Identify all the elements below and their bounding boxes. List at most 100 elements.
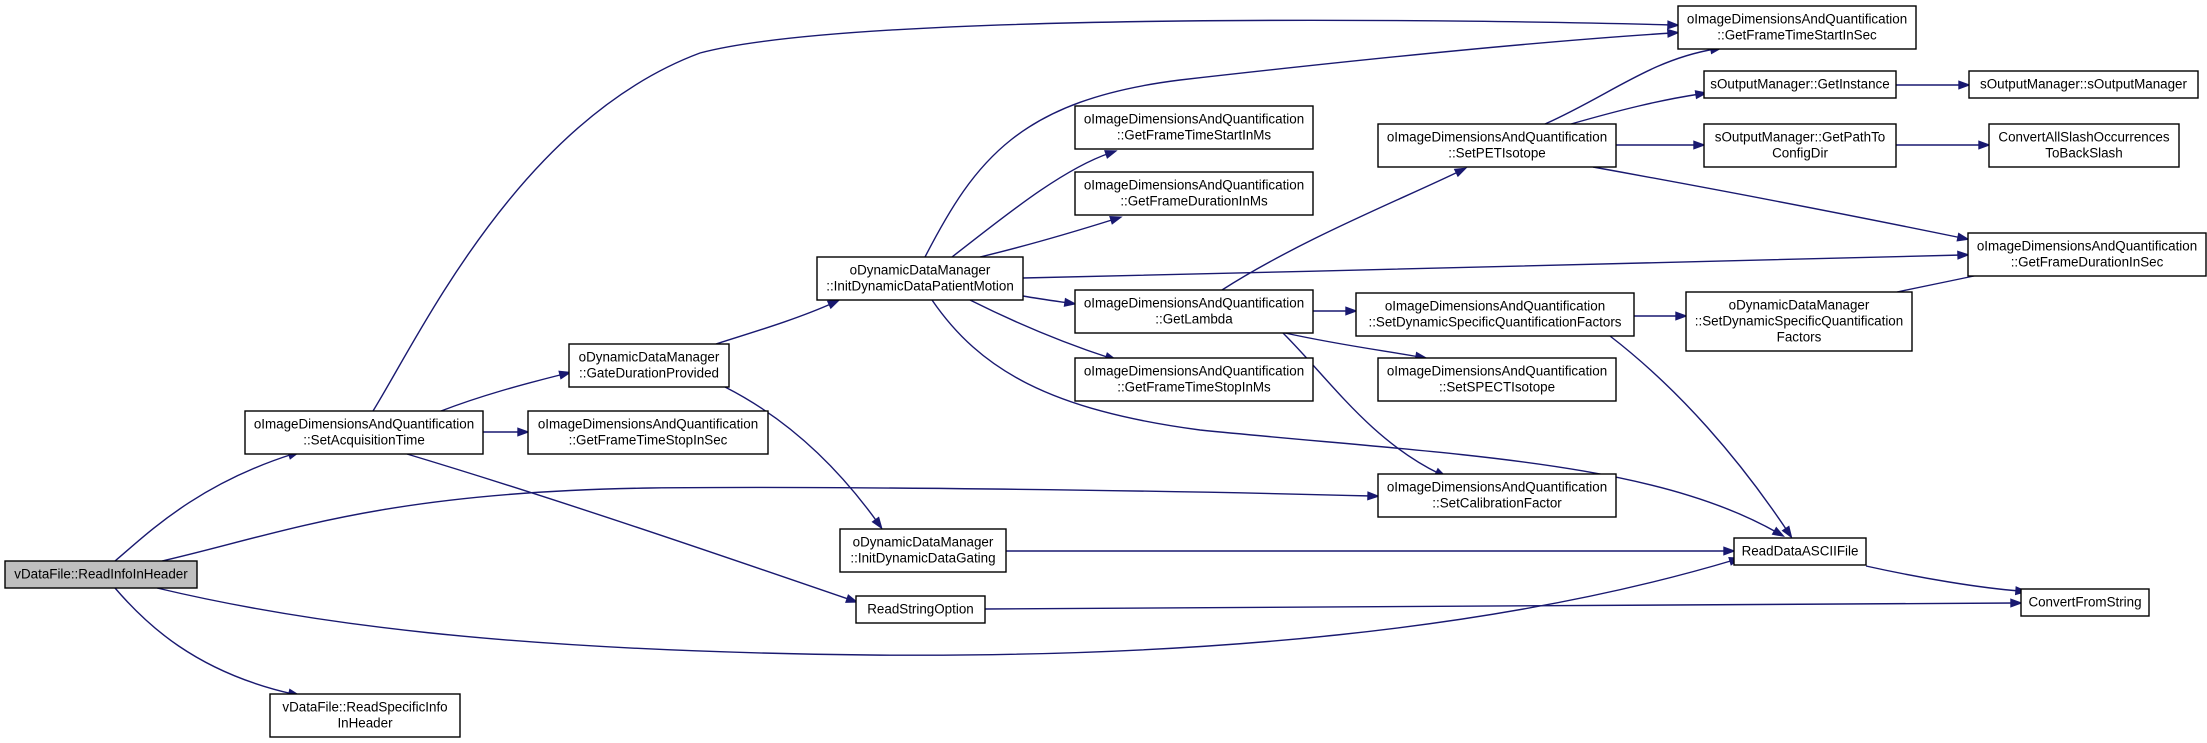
edge-read-info-in-header-to-read-specific-info-in-header (114, 587, 301, 698)
node-label-line: vDataFile::ReadInfoInHeader (14, 567, 188, 582)
node-box (4, 560, 198, 589)
node-label-line: ConvertAllSlashOccurrences (1998, 130, 2169, 145)
edge-init-dynamic-data-patient-motion-to-get-lambda (1022, 295, 1077, 307)
node-label-line: InHeader (337, 716, 393, 731)
node-label-line: ::InitDynamicDataPatientMotion (826, 279, 1014, 294)
node-get-frame-time-start-in-ms[interactable]: oImageDimensionsAndQuantification::GetFr… (1074, 105, 1314, 150)
node-box (1377, 473, 1617, 518)
node-label-line: ::GateDurationProvided (579, 366, 719, 381)
node-label-line: oDynamicDataManager (853, 535, 994, 550)
node-box (816, 256, 1024, 301)
node-label-line: oImageDimensionsAndQuantification (1385, 299, 1605, 314)
edge-read-data-ascii-file-to-convert-from-string (1865, 565, 2029, 596)
node-get-frame-duration-in-ms[interactable]: oImageDimensionsAndQuantification::GetFr… (1074, 171, 1314, 216)
edge-read-info-in-header-to-set-calibration-factor (161, 486, 1381, 562)
edge-set-acquisition-time-to-get-frame-time-stop-in-sec (482, 427, 531, 437)
edge-init-dynamic-data-patient-motion-to-get-frame-time-start-in-sec (924, 28, 1681, 258)
node-label-line: ::GetFrameTimeStopInSec (569, 433, 728, 448)
node-get-frame-time-stop-in-ms[interactable]: oImageDimensionsAndQuantification::GetFr… (1074, 357, 1314, 402)
node-label-line: ::InitDynamicDataGating (850, 551, 995, 566)
edge-get-instance-to-s-output-manager (1896, 80, 1972, 90)
node-label-line: oDynamicDataManager (579, 350, 720, 365)
node-box (1988, 123, 2180, 168)
edge-init-dynamic-data-patient-motion-to-get-frame-time-start-in-ms (951, 150, 1118, 258)
node-read-string-option[interactable]: ReadStringOption (855, 595, 986, 624)
node-label-line: ::GetFrameTimeStartInMs (1117, 128, 1272, 143)
node-box (244, 410, 484, 455)
node-label-line: oImageDimensionsAndQuantification (1387, 130, 1607, 145)
node-box (1703, 70, 1897, 99)
edge-gate-duration-provided-to-init-dynamic-data-patient-motion (715, 299, 841, 345)
node-label-line: oImageDimensionsAndQuantification (1084, 296, 1304, 311)
node-box (1967, 232, 2207, 277)
node-init-dynamic-data-gating[interactable]: oDynamicDataManager::InitDynamicDataGati… (839, 528, 1007, 573)
node-box (527, 410, 769, 455)
node-label-line: vDataFile::ReadSpecificInfo (282, 700, 447, 715)
node-set-acquisition-time[interactable]: oImageDimensionsAndQuantification::SetAc… (244, 410, 484, 455)
node-label-line: ::GetLambda (1155, 312, 1233, 327)
node-box (839, 528, 1007, 573)
node-label-line: ReadDataASCIIFile (1742, 544, 1859, 559)
edge-init-dynamic-data-patient-motion-to-read-data-ascii-file (931, 299, 1786, 537)
node-box (1677, 5, 1917, 50)
nodes-layer: vDataFile::ReadInfoInHeadervDataFile::Re… (4, 5, 2207, 738)
edge-set-dynamic-specific-quantification-factors-to-read-data-ascii-file (1609, 335, 1793, 539)
edge-init-dynamic-data-gating-to-read-data-ascii-file (1006, 546, 1737, 556)
node-dm-set-dynamic-specific-quantification-factors[interactable]: oDynamicDataManager::SetDynamicSpecificQ… (1685, 291, 1913, 352)
node-set-spect-isotope[interactable]: oImageDimensionsAndQuantification::SetSP… (1377, 357, 1617, 402)
node-get-frame-duration-in-sec[interactable]: oImageDimensionsAndQuantification::GetFr… (1967, 232, 2207, 277)
node-label-line: oDynamicDataManager (1729, 298, 1870, 313)
node-box (855, 595, 986, 624)
node-label-line: ::SetCalibrationFactor (1432, 496, 1562, 511)
node-label-line: ::SetAcquisitionTime (303, 433, 425, 448)
node-box (1703, 123, 1897, 168)
node-read-info-in-header[interactable]: vDataFile::ReadInfoInHeader (4, 560, 198, 589)
edge-set-pet-isotope-to-get-path-to-config-dir (1616, 140, 1707, 150)
node-label-line: ReadStringOption (867, 602, 973, 617)
node-label-line: ::GetFrameTimeStopInMs (1117, 380, 1271, 395)
node-get-frame-time-stop-in-sec[interactable]: oImageDimensionsAndQuantification::GetFr… (527, 410, 769, 455)
edge-init-dynamic-data-patient-motion-to-get-frame-duration-in-sec (1022, 250, 1971, 279)
node-box (1377, 123, 1617, 168)
node-label-line: oDynamicDataManager (850, 263, 991, 278)
node-read-data-ascii-file[interactable]: ReadDataASCIIFile (1733, 537, 1867, 566)
node-box (269, 693, 461, 738)
node-box (1377, 357, 1617, 402)
node-s-output-manager[interactable]: sOutputManager::sOutputManager (1968, 70, 2199, 99)
node-box (1685, 291, 1913, 352)
edge-set-acquisition-time-to-get-frame-time-start-in-sec (372, 19, 1681, 412)
edge-set-acquisition-time-to-gate-duration-provided (440, 370, 572, 412)
node-box (1074, 357, 1314, 402)
node-box (2020, 588, 2150, 617)
node-label-line: oImageDimensionsAndQuantification (538, 417, 758, 432)
node-box (1074, 105, 1314, 150)
node-label-line: oImageDimensionsAndQuantification (1687, 12, 1907, 27)
node-label-line: oImageDimensionsAndQuantification (1084, 112, 1304, 127)
node-init-dynamic-data-patient-motion[interactable]: oDynamicDataManager::InitDynamicDataPati… (816, 256, 1024, 301)
node-label-line: ::SetPETIsotope (1448, 146, 1546, 161)
node-set-dynamic-specific-quantification-factors[interactable]: oImageDimensionsAndQuantification::SetDy… (1355, 292, 1635, 337)
node-label-line: sOutputManager::GetInstance (1710, 77, 1889, 92)
node-gate-duration-provided[interactable]: oDynamicDataManager::GateDurationProvide… (568, 343, 730, 388)
node-label-line: sOutputManager::sOutputManager (1980, 77, 2187, 92)
edge-read-string-option-to-convert-from-string (984, 598, 2024, 610)
node-set-calibration-factor[interactable]: oImageDimensionsAndQuantification::SetCa… (1377, 473, 1617, 518)
node-label-line: ::GetFrameDurationInSec (2011, 255, 2164, 270)
edge-set-pet-isotope-to-get-frame-duration-in-sec (1592, 166, 1970, 242)
node-label-line: Factors (1777, 330, 1822, 345)
node-label-line: oImageDimensionsAndQuantification (1387, 364, 1607, 379)
node-label-line: oImageDimensionsAndQuantification (1084, 178, 1304, 193)
node-get-lambda[interactable]: oImageDimensionsAndQuantification::GetLa… (1074, 289, 1314, 334)
node-box (1355, 292, 1635, 337)
node-set-pet-isotope[interactable]: oImageDimensionsAndQuantification::SetPE… (1377, 123, 1617, 168)
node-get-instance[interactable]: sOutputManager::GetInstance (1703, 70, 1897, 99)
edge-init-dynamic-data-patient-motion-to-get-frame-duration-in-ms (979, 216, 1123, 258)
node-label-line: ::GetFrameTimeStartInSec (1717, 28, 1877, 43)
node-convert-from-string[interactable]: ConvertFromString (2020, 588, 2150, 617)
node-box (568, 343, 730, 388)
node-get-frame-time-start-in-sec[interactable]: oImageDimensionsAndQuantification::GetFr… (1677, 5, 1917, 50)
